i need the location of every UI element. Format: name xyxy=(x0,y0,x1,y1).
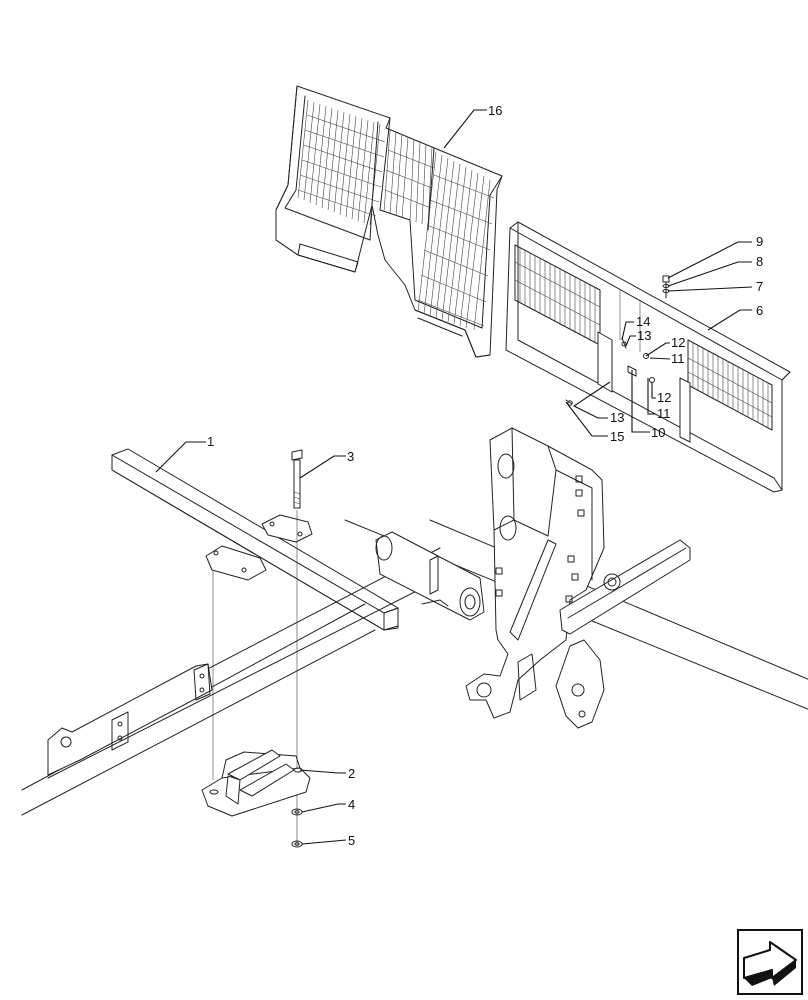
callout-5: 5 xyxy=(348,833,355,848)
callout-6: 6 xyxy=(756,303,763,318)
callout-11-upper: 11 xyxy=(671,351,685,366)
tube-bar-part-1 xyxy=(111,448,399,631)
callout-7: 7 xyxy=(756,279,763,294)
callout-4: 4 xyxy=(348,797,355,812)
next-page-arrow-icon[interactable] xyxy=(737,929,803,995)
callout-11-lower: 11 xyxy=(657,406,671,421)
step-part-2 xyxy=(201,749,311,817)
callout-1: 1 xyxy=(207,434,214,449)
callout-3: 3 xyxy=(347,449,354,464)
mesh-guard-part-16 xyxy=(275,85,503,358)
callout-8: 8 xyxy=(756,254,763,269)
callout-9: 9 xyxy=(756,234,763,249)
tractor-frame xyxy=(21,519,808,816)
side-bracket-assembly xyxy=(465,427,691,729)
callout-16: 16 xyxy=(488,103,502,118)
callout-12-lower: 12 xyxy=(657,390,671,405)
callout-labels: 16 1 3 9 8 7 6 14 13 12 11 12 11 13 10 1… xyxy=(207,103,763,848)
leader-lines xyxy=(155,109,753,845)
hardware-group xyxy=(565,275,670,406)
callout-10: 10 xyxy=(651,425,665,440)
callout-14: 14 xyxy=(636,314,650,329)
callout-13-lower: 13 xyxy=(610,410,624,425)
bolt-part-3 xyxy=(291,449,303,509)
callout-12-upper: 12 xyxy=(671,335,685,350)
callout-15: 15 xyxy=(610,429,624,444)
callout-2: 2 xyxy=(348,766,355,781)
callout-13-upper: 13 xyxy=(637,328,651,343)
bar-brackets xyxy=(205,514,313,581)
